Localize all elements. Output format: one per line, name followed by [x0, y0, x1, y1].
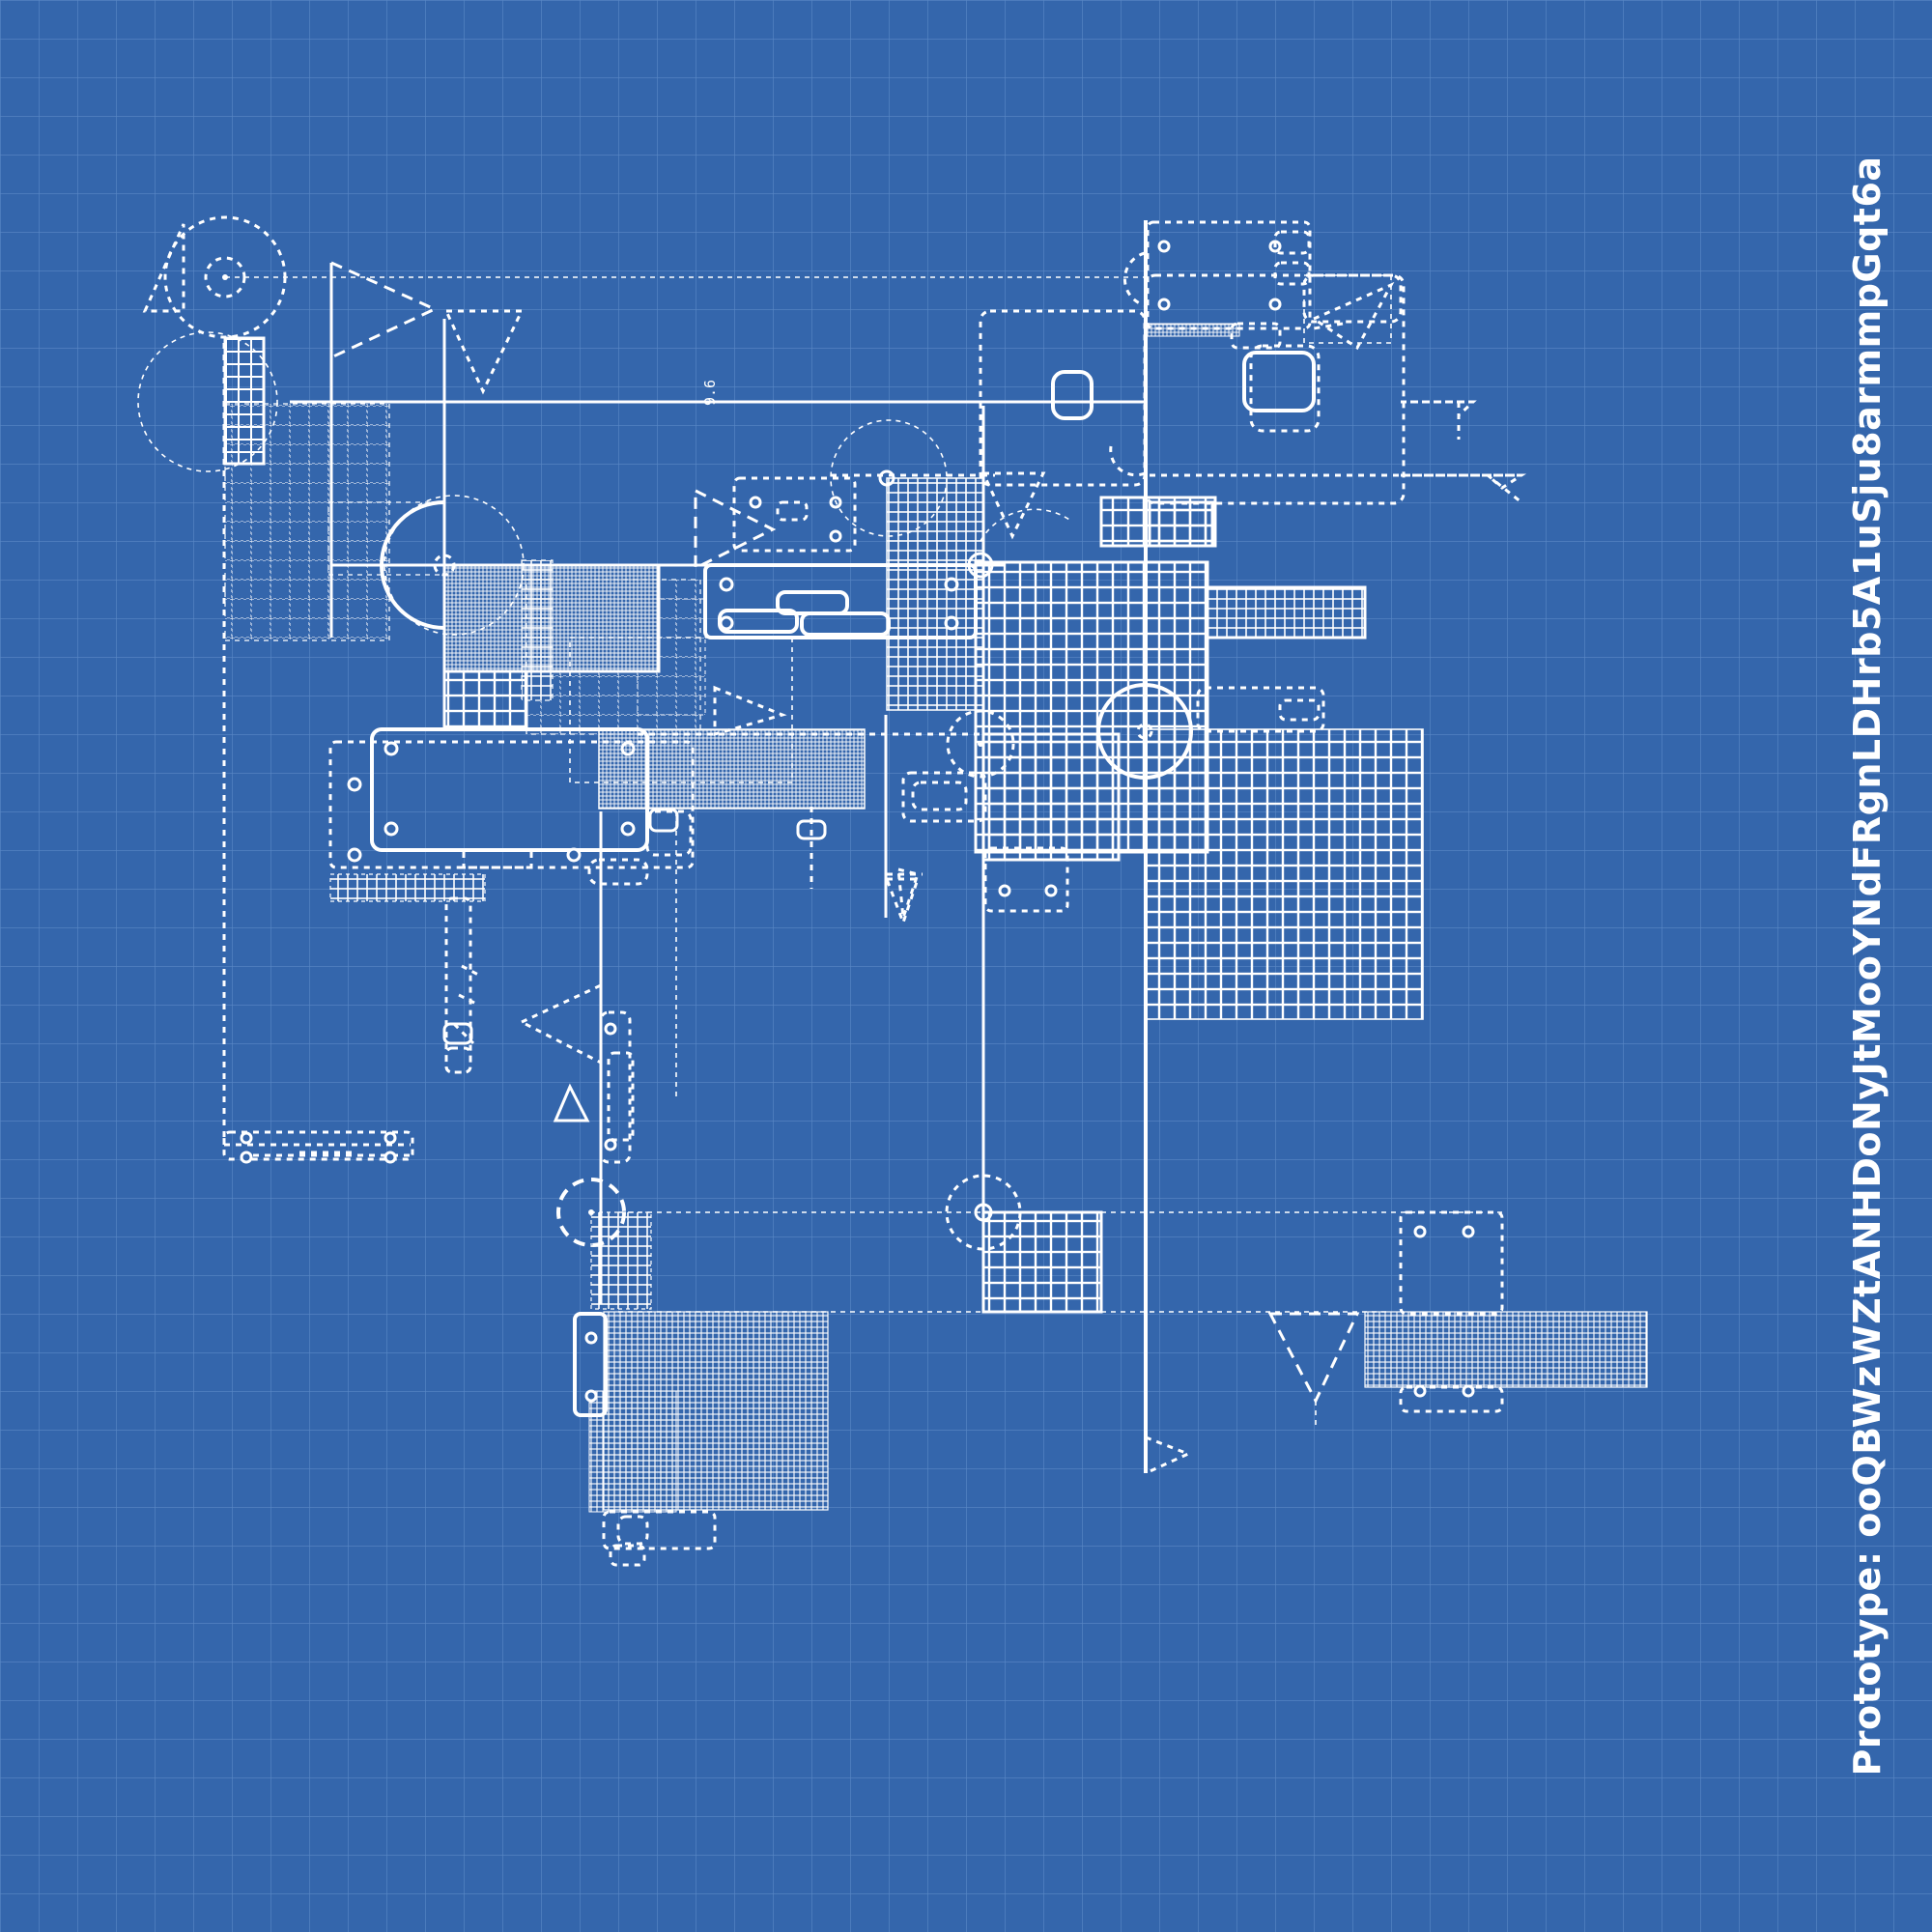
lower-right-assembly — [945, 1174, 1648, 1476]
vertical-chain-mid — [518, 982, 652, 1310]
hanging-rod-left — [442, 896, 481, 1074]
small-dimension-label: 9.6 — [701, 380, 719, 406]
prototype-caption: Prototype: ooQBWzWZtANHDoNyJtMooYNdFRgnL… — [1846, 156, 1889, 1776]
bottom-bar-left — [222, 1130, 414, 1164]
gear-circle-top-left — [137, 215, 390, 641]
panel-large-left — [328, 727, 866, 902]
panel-top-right — [979, 220, 1527, 548]
hanging-hook-center — [796, 807, 827, 889]
mesh-right-large — [1145, 686, 1424, 1020]
triangle-markers-top: 9.6 — [329, 260, 719, 406]
panel-bottom-left — [573, 1311, 829, 1567]
